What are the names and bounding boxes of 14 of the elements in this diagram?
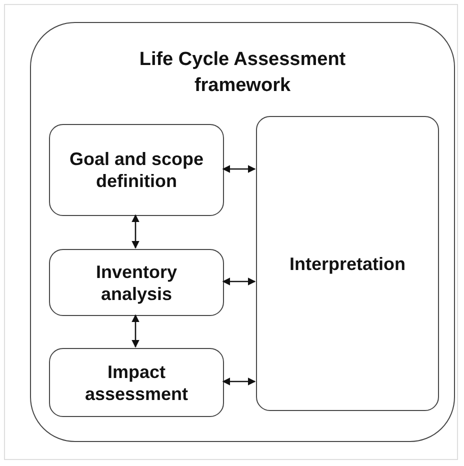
double-arrow: [222, 165, 256, 173]
stage-box: [49, 348, 224, 417]
double-arrow: [132, 214, 140, 249]
double-arrow: [222, 278, 256, 286]
stage-box: [49, 249, 224, 316]
stage-label: Goal and scope definition: [68, 148, 205, 192]
panel-heading: Life Cycle Assessment framework: [138, 48, 347, 98]
stage-label: Impact assessment: [84, 360, 190, 404]
double-arrow: [132, 314, 140, 348]
double-arrow: [222, 378, 256, 386]
stage-label: Inventory analysis: [94, 260, 178, 304]
stage-box: [49, 124, 224, 216]
stage-box: [256, 116, 439, 411]
stage-label: Interpretation: [289, 252, 406, 274]
